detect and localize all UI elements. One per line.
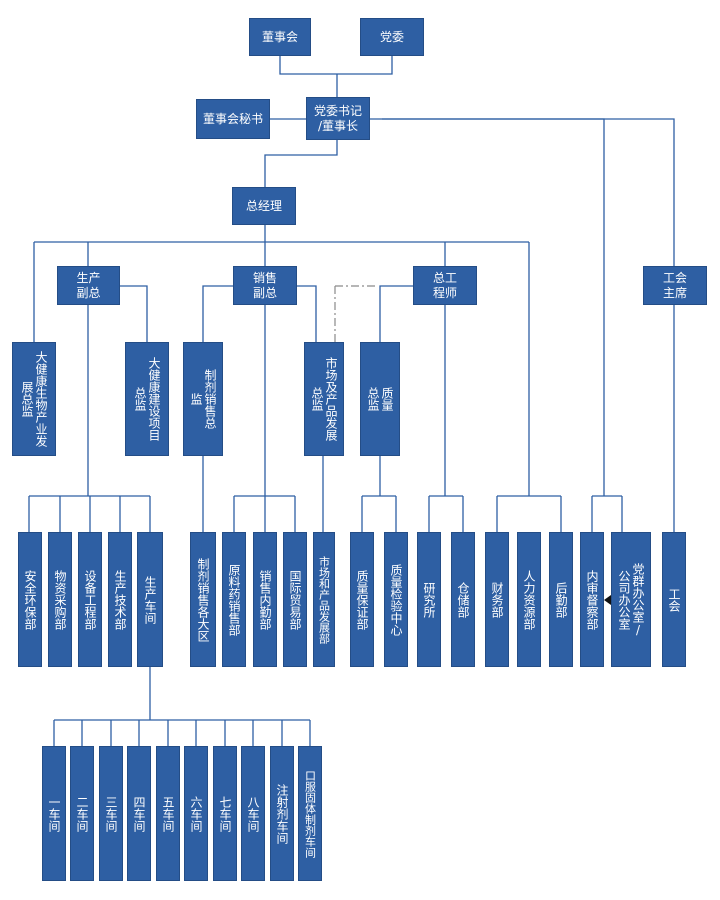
node-label: 工会 主席 — [662, 270, 687, 300]
node-label: 口服固体制剂车间 — [303, 769, 317, 858]
connector — [297, 285, 317, 342]
node-label: 物资采购部 — [53, 569, 67, 630]
node-vp-production[interactable]: 生产 副总 — [57, 266, 120, 305]
node-label: 生产车间 — [143, 575, 157, 624]
node-quality-director[interactable]: 质量总监 — [360, 342, 400, 456]
node-dept-logistics[interactable]: 后勤部 — [549, 532, 573, 667]
connector — [264, 138, 338, 187]
node-label: 总经理 — [245, 198, 282, 213]
connector — [279, 56, 393, 75]
node-label: 生产 副总 — [76, 270, 101, 300]
node-party-committee[interactable]: 党委 — [360, 18, 424, 56]
node-label: 质量检验中心 — [389, 563, 403, 636]
node-label: 安全环保部 — [23, 569, 37, 630]
connector — [120, 285, 148, 342]
node-ws-8[interactable]: 八车间 — [241, 746, 265, 881]
node-dept-workshop[interactable]: 生产车间 — [137, 532, 163, 667]
node-dept-formulation-regions[interactable]: 制剂销售各大区 — [190, 532, 216, 667]
node-market-dev-director[interactable]: 市场及产品发展总监 — [304, 342, 344, 456]
node-ws-injection[interactable]: 注射剂车间 — [270, 746, 294, 881]
node-dept-hr[interactable]: 人力资源部 — [517, 532, 541, 667]
node-dept-union[interactable]: 工会 — [662, 532, 686, 667]
node-label: 党委 — [379, 29, 404, 44]
node-label: 生产技术部 — [113, 569, 127, 630]
node-label: 设备工程部 — [83, 569, 97, 630]
connector — [382, 118, 675, 266]
node-ws-1[interactable]: 一车间 — [42, 746, 66, 881]
node-ws-2[interactable]: 二车间 — [70, 746, 94, 881]
node-label: 四车间 — [132, 795, 146, 832]
node-label: 制剂销售总监 — [189, 369, 217, 429]
node-general-manager[interactable]: 总经理 — [232, 187, 296, 225]
connector — [379, 285, 413, 342]
node-dept-warehouse[interactable]: 仓储部 — [451, 532, 475, 667]
node-label: 仓储部 — [456, 581, 470, 618]
node-vp-sales[interactable]: 销售 副总 — [233, 266, 297, 305]
node-board-secretary[interactable]: 董事会秘书 — [196, 99, 270, 139]
node-label: 质量保证部 — [355, 569, 369, 630]
node-label: 注射剂车间 — [275, 783, 289, 844]
node-label: 财务部 — [490, 581, 504, 618]
node-dept-sales-internal[interactable]: 销售内勤部 — [253, 532, 277, 667]
node-label: 大健康生物产业发展总监 — [20, 351, 48, 447]
node-label: 销售内勤部 — [258, 569, 272, 630]
node-ws-oral[interactable]: 口服固体制剂车间 — [298, 746, 322, 881]
node-dept-trade[interactable]: 国际贸易部 — [283, 532, 307, 667]
node-dept-qc[interactable]: 质量检验中心 — [384, 532, 408, 667]
connector — [202, 285, 233, 342]
node-ws-4[interactable]: 四车间 — [127, 746, 151, 881]
node-label: 八车间 — [246, 795, 260, 832]
node-label: 七车间 — [218, 795, 232, 832]
node-label: 一车间 — [47, 795, 61, 832]
node-label: 党群办公室/公司办公室 — [617, 562, 645, 637]
node-label: 原料药销售部 — [227, 563, 241, 636]
node-health-bio-director[interactable]: 大健康生物产业发展总监 — [12, 342, 56, 456]
node-label: 制剂销售各大区 — [196, 557, 210, 642]
node-label: 三车间 — [104, 795, 118, 832]
node-dept-finance[interactable]: 财务部 — [485, 532, 509, 667]
node-chief-engineer[interactable]: 总工 程师 — [413, 266, 477, 305]
node-label: 董事会 — [261, 29, 298, 44]
node-ws-3[interactable]: 三车间 — [99, 746, 123, 881]
node-dept-audit[interactable]: 内审督察部 — [580, 532, 604, 667]
node-label: 市场和产品发展部 — [317, 555, 331, 644]
node-dept-equipment[interactable]: 设备工程部 — [78, 532, 102, 667]
node-ws-6[interactable]: 六车间 — [184, 746, 208, 881]
node-label: 总工 程师 — [432, 270, 457, 300]
node-ws-7[interactable]: 七车间 — [213, 746, 237, 881]
node-dept-research[interactable]: 研究所 — [417, 532, 441, 667]
node-label: 研究所 — [422, 581, 436, 618]
node-formulation-sales-director[interactable]: 制剂销售总监 — [183, 342, 223, 456]
node-label: 二车间 — [75, 795, 89, 832]
node-dept-purchasing[interactable]: 物资采购部 — [48, 532, 72, 667]
node-label: 六车间 — [189, 795, 203, 832]
node-label: 内审督察部 — [585, 569, 599, 630]
node-label: 党委书记 /董事长 — [313, 103, 362, 133]
node-dept-safety[interactable]: 安全环保部 — [18, 532, 42, 667]
node-party-secretary-chairman[interactable]: 党委书记 /董事长 — [306, 97, 370, 140]
node-dept-qa[interactable]: 质量保证部 — [350, 532, 374, 667]
node-label: 董事会秘书 — [202, 111, 263, 126]
node-label: 销售 副总 — [252, 270, 277, 300]
node-label: 市场及产品发展总监 — [310, 357, 338, 441]
arrow-icon — [604, 595, 611, 605]
node-dept-api-sales[interactable]: 原料药销售部 — [222, 532, 246, 667]
node-dept-market-product[interactable]: 市场和产品发展部 — [313, 532, 335, 667]
node-label: 五车间 — [161, 795, 175, 832]
node-health-project-director[interactable]: 大健康建设项目总监 — [125, 342, 169, 456]
node-label: 质量总监 — [366, 387, 394, 411]
node-label: 大健康建设项目总监 — [133, 357, 161, 441]
node-label: 工会 — [667, 587, 681, 612]
node-dept-production-tech[interactable]: 生产技术部 — [108, 532, 132, 667]
node-board[interactable]: 董事会 — [249, 18, 311, 56]
node-label: 国际贸易部 — [288, 569, 302, 630]
node-label: 人力资源部 — [522, 569, 536, 630]
node-ws-5[interactable]: 五车间 — [156, 746, 180, 881]
node-union-chairman[interactable]: 工会 主席 — [643, 266, 707, 305]
node-dept-party-office[interactable]: 党群办公室/公司办公室 — [611, 532, 651, 667]
node-label: 后勤部 — [554, 581, 568, 618]
